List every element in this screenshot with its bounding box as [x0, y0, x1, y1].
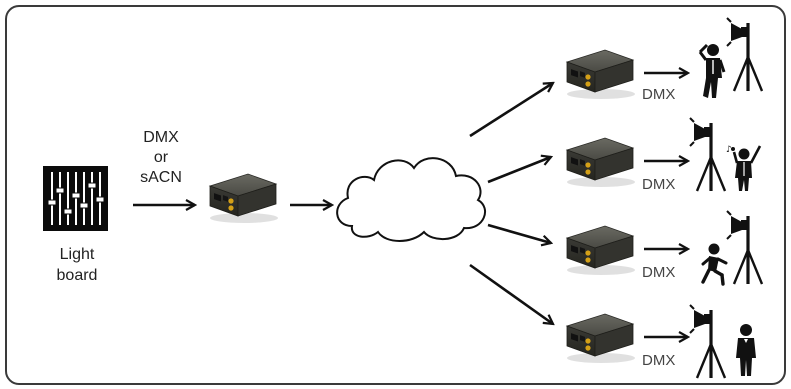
- lighting-console-faders-icon: [43, 166, 108, 231]
- protocol-label-line3: sACN: [140, 169, 182, 186]
- dmx-output-label-2: DMX: [642, 176, 676, 193]
- arrow-cloud-to-node-4: [469, 263, 553, 324]
- dmx-output-label-3: DMX: [642, 264, 676, 281]
- singer-icon: ♪: [726, 145, 762, 191]
- protocol-label-line1: DMX: [143, 129, 179, 146]
- standing-person-icon: [736, 324, 756, 376]
- arrow-cloud-to-node-1: [469, 83, 553, 138]
- dmx-output-label-1: DMX: [642, 86, 676, 103]
- light-board-label-line2: board: [56, 267, 98, 284]
- posing-person-icon: [698, 43, 726, 98]
- arrow-cloud-to-node-2: [487, 157, 551, 184]
- cloud-icon: [336, 157, 486, 242]
- protocol-label-line2: or: [153, 149, 169, 166]
- light-board-label-line1: Light: [59, 246, 95, 263]
- svg-text:♪: ♪: [726, 145, 732, 155]
- arrow-cloud-to-node-3: [487, 223, 551, 243]
- running-person-icon: [701, 243, 728, 286]
- dmx-output-label-4: DMX: [642, 352, 676, 369]
